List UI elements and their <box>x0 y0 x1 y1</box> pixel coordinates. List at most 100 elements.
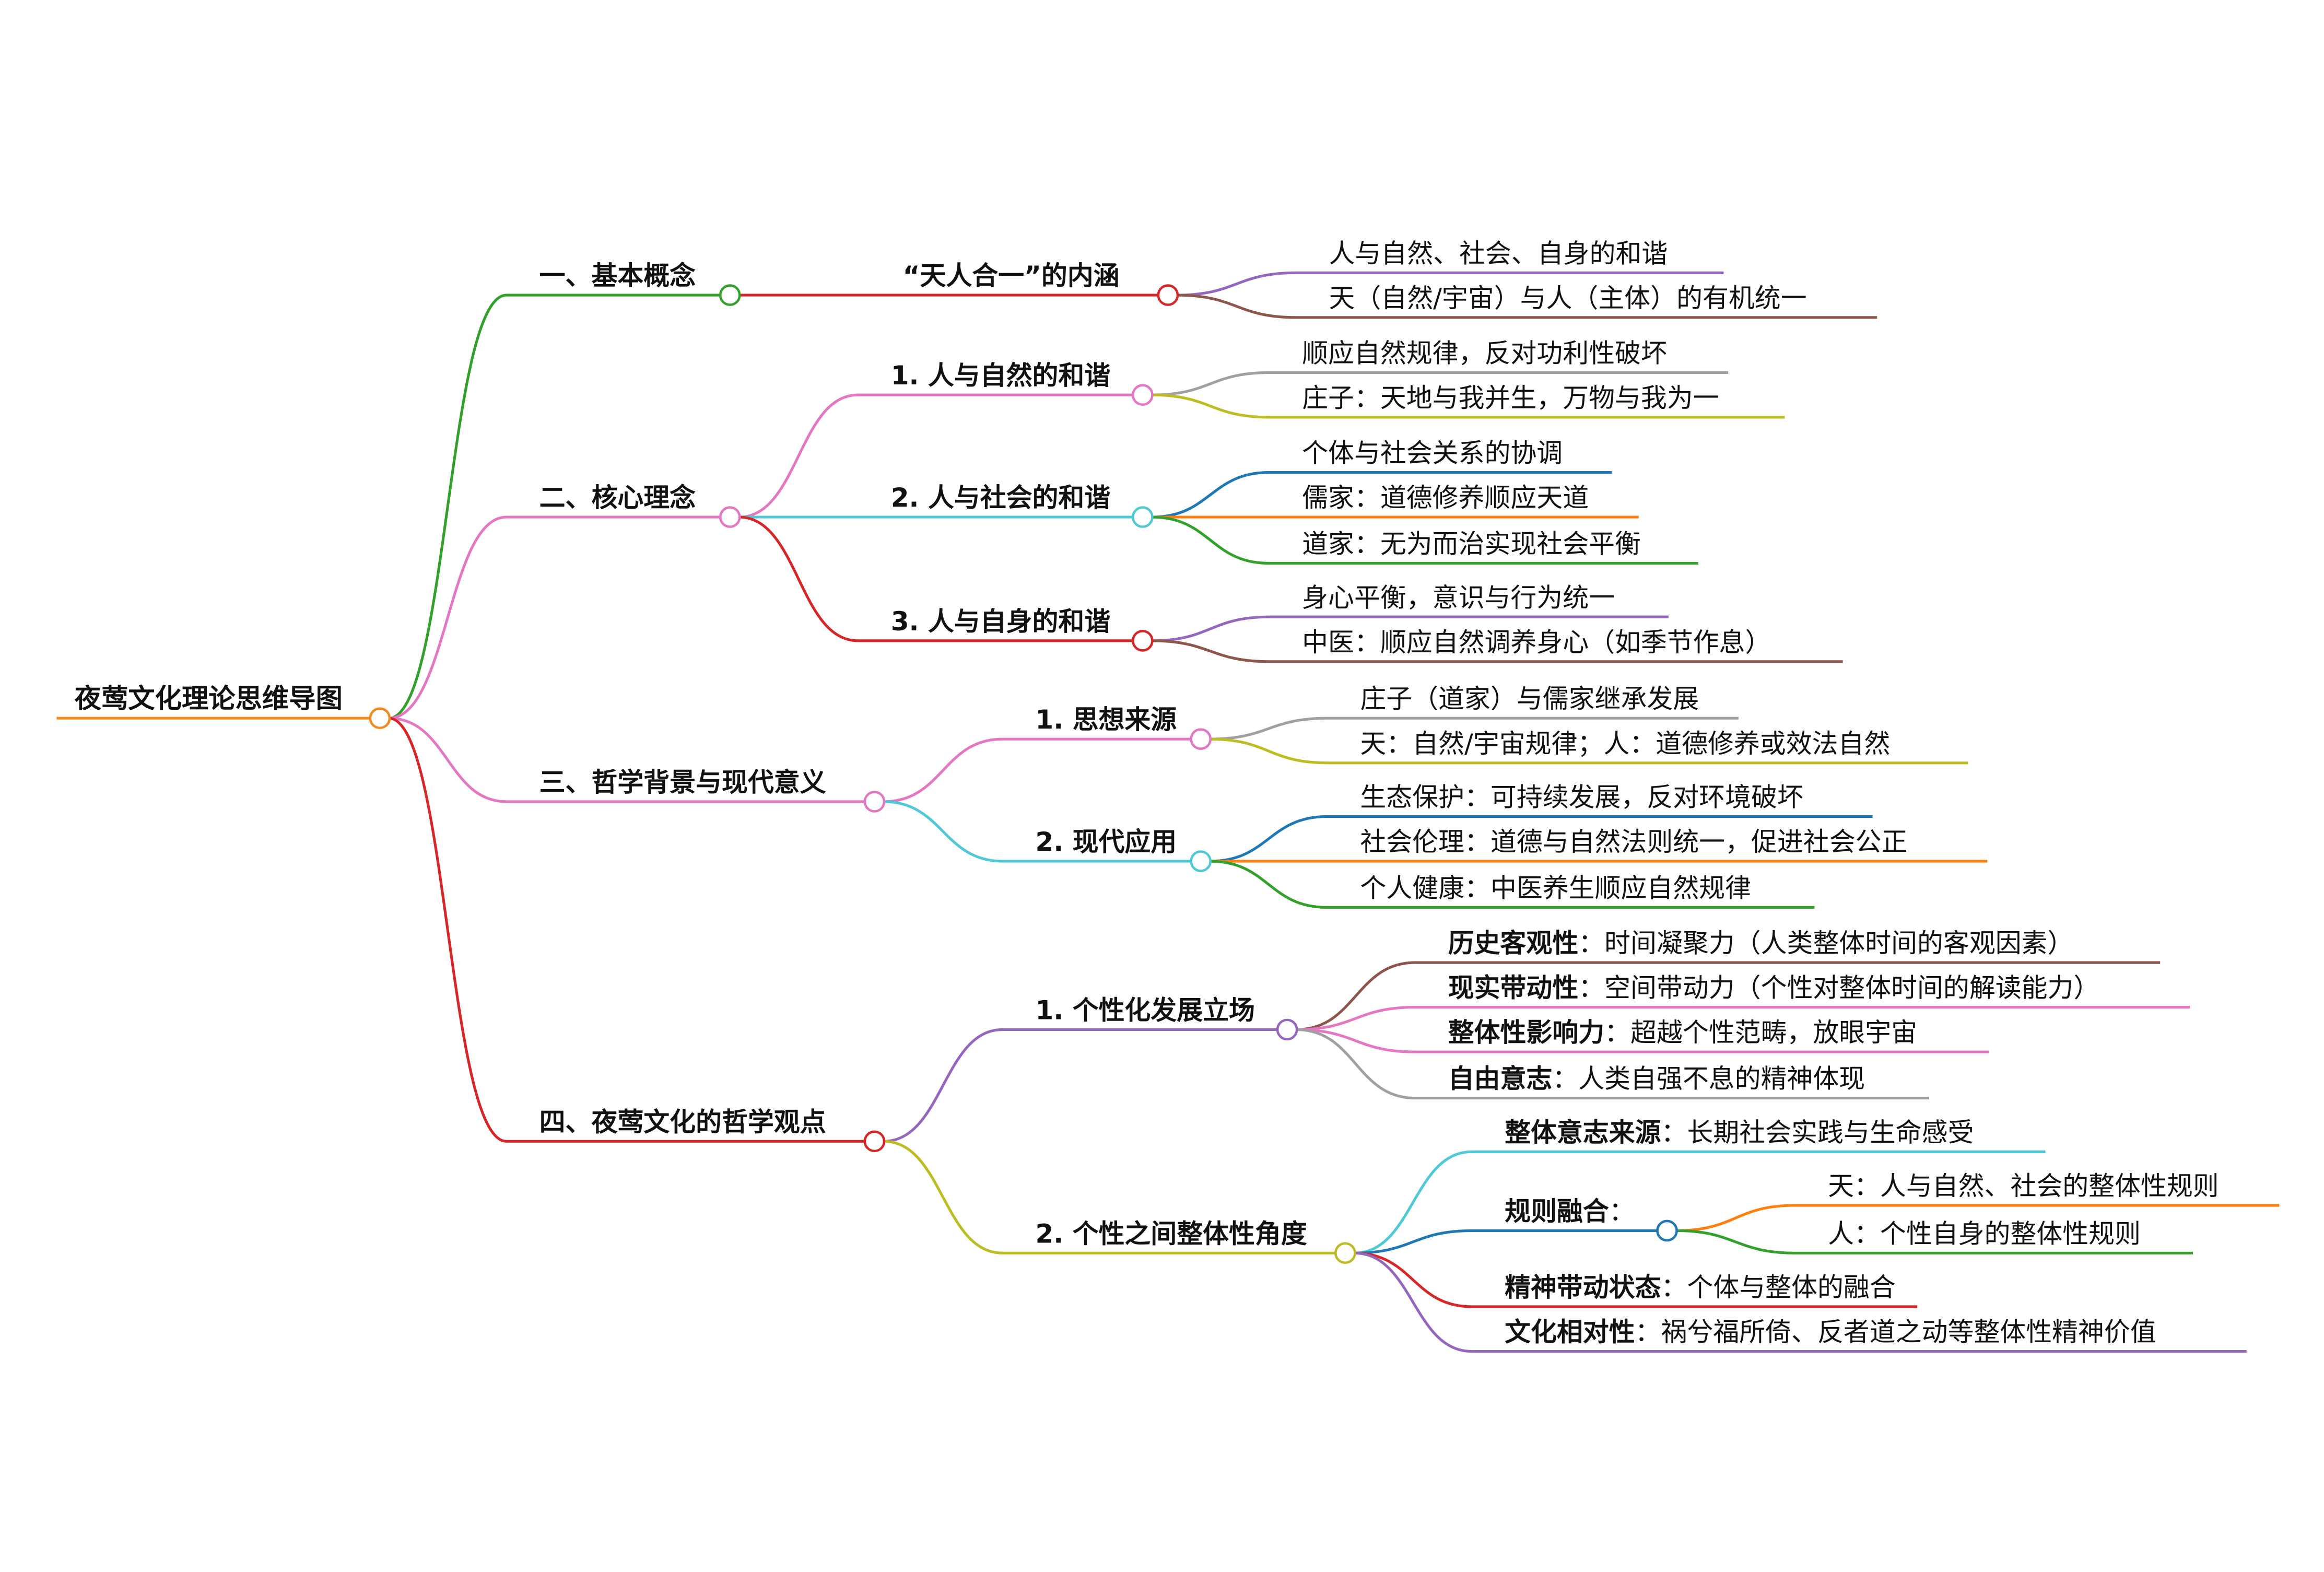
leaf-label[interactable]: 顺应自然规律，反对功利性破坏 <box>1302 338 1667 368</box>
leaf-label[interactable]: 个体与社会关系的协调 <box>1302 438 1563 468</box>
connector-line <box>1210 815 1873 863</box>
leaf-label[interactable]: 整体性影响力：超越个性范畴，放眼宇宙 <box>1448 1017 1917 1048</box>
leaf-text: 儒家：道德修养顺应天道 <box>1302 483 1589 513</box>
collapse-node-toggle[interactable] <box>719 506 741 528</box>
connector-line <box>738 393 1134 519</box>
leaf-label[interactable]: 现实带动性：空间带动力（个性对整体时间的解读能力） <box>1448 973 2100 1003</box>
leaf-label[interactable]: 儒家：道德修养顺应天道 <box>1302 483 1589 513</box>
collapse-node-toggle[interactable] <box>1157 284 1179 306</box>
connector-line <box>1296 961 2161 1031</box>
connector-line <box>1177 271 1724 297</box>
collapse-node-toggle[interactable] <box>1132 384 1154 406</box>
leaf-label[interactable]: 人：个性自身的整体性规则 <box>1828 1218 2141 1249</box>
topic-label[interactable]: 2. 人与社会的和谐 <box>891 483 1110 513</box>
connector-line <box>1210 860 1815 909</box>
connector-line <box>389 515 721 720</box>
connector-line <box>1296 1028 1930 1100</box>
leaf-text: ：时间凝聚力（人类整体时间的客观因素） <box>1578 928 2073 958</box>
topic-label[interactable]: 四、夜莺文化的哲学观点 <box>539 1107 826 1137</box>
collapse-node-toggle[interactable] <box>1334 1242 1356 1264</box>
collapse-node-toggle[interactable] <box>1132 506 1154 528</box>
connector-line <box>1152 371 1728 396</box>
leaf-label[interactable]: 中医：顺应自然调养身心（如季节作息） <box>1302 627 1771 658</box>
leaf-text: 人：个性自身的整体性规则 <box>1828 1218 2141 1249</box>
topic-label[interactable]: 3. 人与自身的和谐 <box>891 606 1110 637</box>
connector-line <box>1152 471 1612 519</box>
leaf-text: ：人类自强不息的精神体现 <box>1552 1064 1865 1094</box>
connector-line <box>1676 1229 2193 1254</box>
topic-label[interactable]: 2. 现代应用 <box>1036 827 1177 857</box>
topic-label[interactable]: 2. 个性之间整体性角度 <box>1036 1218 1307 1249</box>
leaf-text: ：个体与整体的融合 <box>1661 1272 1896 1303</box>
leaf-label[interactable]: 天：自然/宇宙规律；人：道德修养或效法自然 <box>1360 729 1890 759</box>
connector-line <box>1354 1229 1658 1254</box>
leaf-label[interactable]: 道家：无为而治实现社会平衡 <box>1302 529 1641 559</box>
edges <box>56 271 2280 1353</box>
collapse-node-toggle[interactable] <box>1190 728 1212 750</box>
connector-line <box>1354 1251 1918 1308</box>
connector-line <box>1296 1028 1989 1053</box>
leaf-text: 庄子（道家）与儒家继承发展 <box>1360 684 1699 714</box>
connector-line <box>1354 1150 2046 1254</box>
collapse-node-toggle[interactable] <box>863 791 886 813</box>
leaf-label[interactable]: 精神带动状态：个体与整体的融合 <box>1505 1272 1896 1303</box>
topic-label[interactable]: 1. 个性化发展立场 <box>1036 995 1255 1025</box>
leaf-label[interactable]: 天（自然/宇宙）与人（主体）的有机统一 <box>1329 283 1806 313</box>
leaf-label[interactable]: 庄子（道家）与儒家继承发展 <box>1360 684 1699 714</box>
collapse-node-toggle[interactable] <box>1656 1219 1678 1242</box>
leaf-text: 中医：顺应自然调养身心（如季节作息） <box>1302 627 1771 658</box>
connector-line <box>389 717 866 803</box>
leaf-label[interactable]: 人与自然、社会、自身的和谐 <box>1329 238 1668 268</box>
root-title[interactable]: 夜莺文化理论思维导图 <box>74 683 343 714</box>
collapse-node-toggle[interactable] <box>1132 630 1154 652</box>
leaf-label[interactable]: 社会伦理：道德与自然法则统一，促进社会公正 <box>1360 827 1907 857</box>
leaf-heading: 自由意志 <box>1448 1064 1553 1094</box>
connector-line <box>1177 294 1877 319</box>
topic-label[interactable]: 1. 思想来源 <box>1036 705 1177 735</box>
connector-line <box>1210 737 1968 765</box>
leaf-text: 身心平衡，意识与行为统一 <box>1302 582 1615 613</box>
connector-line <box>1296 1006 2190 1031</box>
leaf-label[interactable]: 庄子：天地与我并生，万物与我为一 <box>1302 383 1719 413</box>
leaf-heading: 精神带动状态 <box>1505 1272 1661 1303</box>
leaf-text: ： <box>1609 1196 1635 1227</box>
leaf-text: ：长期社会实践与生命感受 <box>1661 1117 1974 1147</box>
topic-label[interactable]: 一、基本概念 <box>539 261 696 291</box>
leaf-label[interactable]: 历史客观性：时间凝聚力（人类整体时间的客观因素） <box>1448 928 2074 958</box>
topic-label[interactable]: 1. 人与自然的和谐 <box>891 360 1110 391</box>
collapse-node-toggle[interactable] <box>863 1130 886 1153</box>
leaf-heading: 整体性影响力 <box>1448 1017 1604 1048</box>
leaf-label[interactable]: 生态保护：可持续发展，反对环境破坏 <box>1360 782 1803 813</box>
leaf-label[interactable]: 整体意志来源：长期社会实践与生命感受 <box>1505 1117 1974 1147</box>
leaf-text: ：超越个性范畴，放眼宇宙 <box>1604 1017 1917 1048</box>
connector-line <box>1152 515 1698 565</box>
connector-line <box>1152 639 1843 663</box>
collapse-node-toggle[interactable] <box>1276 1018 1298 1041</box>
root-node-toggle[interactable] <box>369 707 391 730</box>
collapse-node-toggle[interactable] <box>1190 850 1212 872</box>
topic-label[interactable]: 三、哲学背景与现代意义 <box>539 767 826 797</box>
connector-line <box>1152 393 1785 419</box>
nodes <box>369 284 1678 1264</box>
connector-line <box>1210 717 1739 741</box>
connector-line <box>1354 1251 2247 1353</box>
leaf-text: 道家：无为而治实现社会平衡 <box>1302 529 1641 559</box>
leaf-text: 社会伦理：道德与自然法则统一，促进社会公正 <box>1360 827 1907 857</box>
topic-label[interactable]: 二、核心理念 <box>539 483 696 513</box>
leaf-label[interactable]: 规则融合： <box>1505 1196 1635 1227</box>
collapse-node-toggle[interactable] <box>719 284 741 306</box>
connector-line <box>883 737 1192 803</box>
leaf-label[interactable]: 自由意志：人类自强不息的精神体现 <box>1448 1064 1865 1094</box>
leaf-label[interactable]: 天：人与自然、社会的整体性规则 <box>1828 1171 2219 1201</box>
topic-label[interactable]: “天人合一”的内涵 <box>903 261 1120 291</box>
leaf-text: 天：自然/宇宙规律；人：道德修养或效法自然 <box>1360 729 1890 759</box>
leaf-label[interactable]: 文化相对性：祸兮福所倚、反者道之动等整体性精神价值 <box>1505 1317 2156 1347</box>
leaf-heading: 现实带动性 <box>1448 973 1579 1003</box>
labels: 夜莺文化理论思维导图 一、基本概念 “天人合一”的内涵 人与自然、社会、自身的和谐天… <box>74 238 2219 1347</box>
leaf-label[interactable]: 个人健康：中医养生顺应自然规律 <box>1360 873 1751 904</box>
leaf-text: ：空间带动力（个性对整体时间的解读能力） <box>1578 973 2099 1003</box>
leaf-text: ：祸兮福所倚、反者道之动等整体性精神价值 <box>1635 1317 2156 1347</box>
leaf-label[interactable]: 身心平衡，意识与行为统一 <box>1302 582 1615 613</box>
connector-line <box>883 1028 1278 1143</box>
